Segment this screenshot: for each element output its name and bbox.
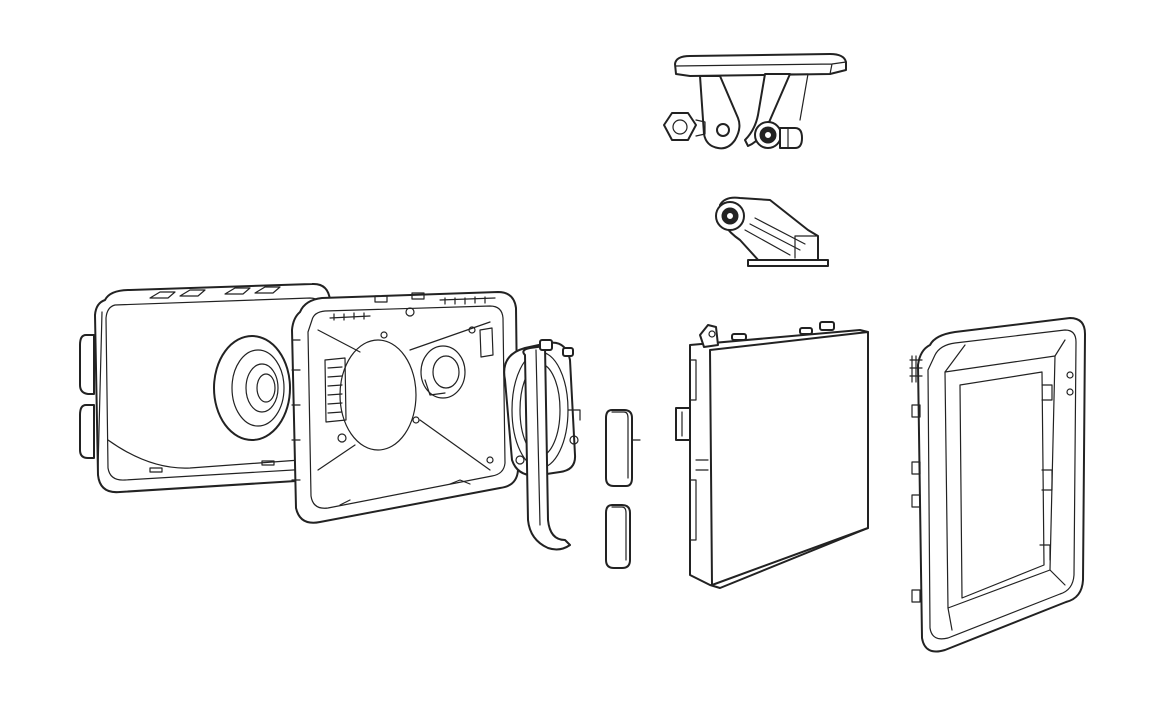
lens-ring — [503, 339, 581, 551]
rear-cover — [79, 282, 333, 494]
mount-bracket — [663, 53, 847, 150]
front-bezel — [909, 317, 1086, 653]
battery-module — [675, 321, 869, 589]
inner-frame — [291, 291, 519, 524]
button-bottom — [605, 504, 631, 569]
hinge-clip — [715, 196, 829, 267]
button-top — [605, 409, 641, 487]
